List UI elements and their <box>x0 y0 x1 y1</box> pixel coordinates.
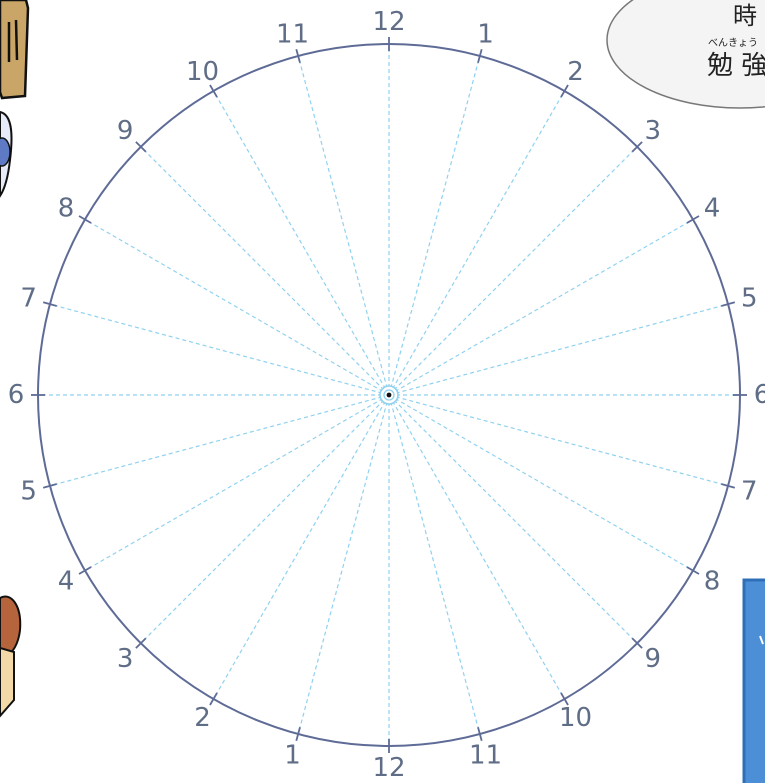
tick-mark <box>79 567 91 574</box>
spoke-line <box>85 220 389 396</box>
spoke-line <box>389 147 637 395</box>
hour-label: 5 <box>20 477 37 507</box>
hour-label: 5 <box>741 284 758 314</box>
spoke-line <box>85 395 389 571</box>
hour-label: 11 <box>469 740 502 770</box>
hour-label: 2 <box>194 703 211 733</box>
hour-label: 6 <box>754 380 765 410</box>
spoke-line <box>389 395 480 734</box>
hour-label: 3 <box>645 116 662 146</box>
girl-figure-icon <box>0 596 20 716</box>
hour-label: 2 <box>567 57 584 87</box>
spoke-line <box>389 304 728 395</box>
hour-label: 4 <box>704 194 721 224</box>
spoke-line <box>298 56 389 395</box>
hour-label: 6 <box>8 380 25 410</box>
hour-label: 10 <box>186 57 219 87</box>
hour-label: 9 <box>117 116 134 146</box>
tick-mark <box>687 216 699 223</box>
spoke-line <box>389 395 565 699</box>
spoke-line <box>389 395 693 571</box>
tick-mark <box>79 216 91 223</box>
wooden-sign-icon <box>0 0 28 98</box>
hour-label: 9 <box>645 644 662 674</box>
hour-label: 12 <box>372 7 405 37</box>
hour-label: 11 <box>276 20 309 50</box>
speech-bubble: 時 べんきょう 勉 強 <box>607 0 765 108</box>
hour-label: 7 <box>741 477 758 507</box>
spoke-line <box>389 220 693 396</box>
spoke-line <box>50 304 389 395</box>
blue-panel-icon <box>744 580 765 783</box>
tick-mark <box>210 693 217 705</box>
hour-label: 8 <box>58 194 75 224</box>
spoke-line <box>389 91 565 395</box>
center-dot <box>380 386 398 404</box>
hour-label: 10 <box>559 703 592 733</box>
hour-label: 8 <box>704 567 721 597</box>
hour-label: 3 <box>117 644 134 674</box>
hour-label: 4 <box>58 567 75 597</box>
tick-mark <box>687 567 699 574</box>
spoke-line <box>214 395 390 699</box>
hour-label: 1 <box>284 740 301 770</box>
spoke-line <box>141 395 389 643</box>
spoke-line <box>214 91 390 395</box>
hour-label: 7 <box>20 284 37 314</box>
spoke-line <box>141 147 389 395</box>
spoke-line <box>298 395 389 734</box>
spoke-line <box>50 395 389 486</box>
spoke-line <box>389 56 480 395</box>
bubble-line-2: 勉 強 <box>707 51 765 81</box>
spoke-line <box>389 395 637 643</box>
hour-label: 1 <box>477 20 494 50</box>
bubble-line-1: 時 <box>733 2 757 30</box>
spoke-line <box>389 395 728 486</box>
hour-label: 12 <box>372 753 405 783</box>
bubble-ruby: べんきょう <box>708 37 758 49</box>
person-figure-icon <box>0 112 12 196</box>
